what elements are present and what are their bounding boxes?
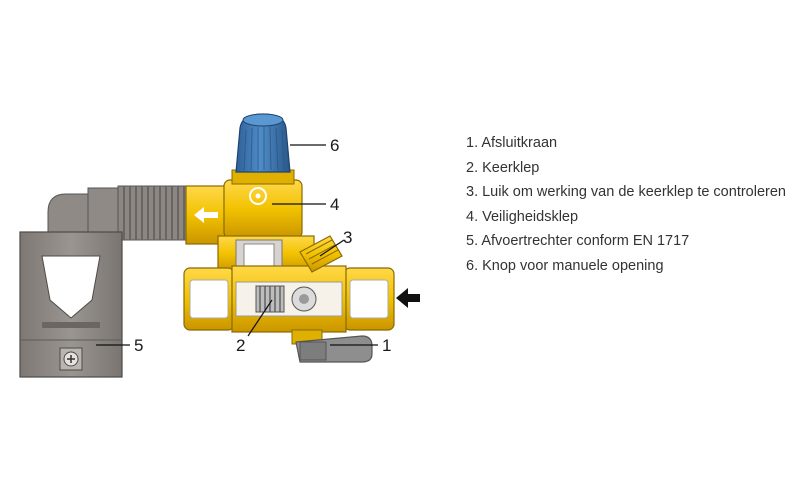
leader-line-3 [319, 239, 345, 257]
callout-4: 4 [330, 195, 339, 214]
legend-item: 6. Knop voor manuele opening [466, 257, 664, 274]
inspection-hatch [299, 235, 343, 273]
screw-icon [59, 347, 83, 371]
callout-5: 5 [134, 336, 143, 355]
parts-legend: 1. Afsluitkraan 2. Keerklep 3. Luik om w… [466, 131, 786, 279]
drain-funnel [19, 185, 189, 378]
main-valve-body [183, 235, 395, 345]
legend-item: 2. Keerklep [466, 159, 540, 176]
callout-1: 1 [382, 336, 391, 355]
callout-2: 2 [236, 336, 245, 355]
arrow-left-icon [396, 288, 420, 308]
manufacturer-logo-icon [249, 187, 267, 205]
legend-item: 3. Luik om werking van de keerklep te co… [466, 184, 786, 201]
legend-item: 4. Veiligheidsklep [466, 208, 579, 225]
arrow-left-icon [194, 207, 218, 223]
callout-3: 3 [343, 228, 352, 247]
leader-line-2 [247, 299, 273, 337]
check-valve [255, 285, 317, 313]
drain-outlet [185, 185, 229, 245]
corrugated-hose [117, 185, 189, 241]
manual-opening-knob [235, 113, 291, 173]
shutoff-handle [295, 335, 373, 363]
callout-6: 6 [330, 136, 339, 155]
legend-item: 1. Afsluitkraan [466, 135, 558, 151]
legend-item: 5. Afvoertrechter conform EN 1717 [466, 233, 690, 250]
